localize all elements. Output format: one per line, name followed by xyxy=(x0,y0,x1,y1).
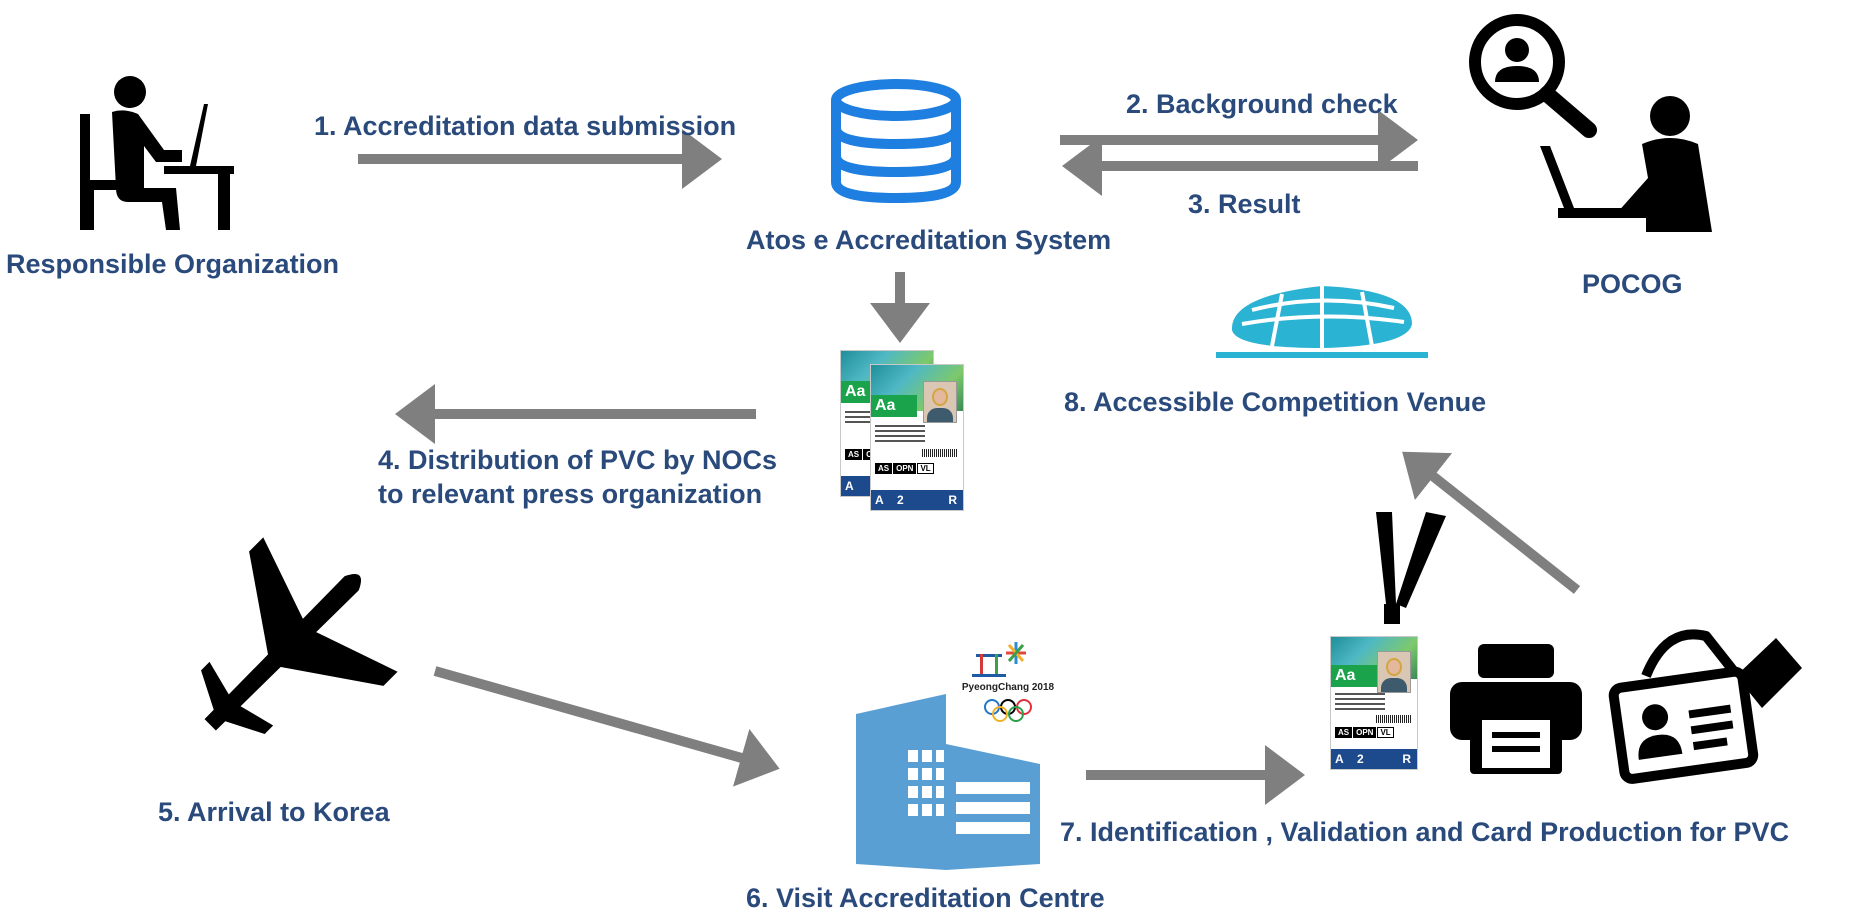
label-step7-production: 7. Identification , Validation and Card … xyxy=(1060,817,1790,847)
airplane-icon xyxy=(201,537,398,734)
label-step4-distribution: 4. Distribution of PVC by NOCs xyxy=(378,445,778,475)
pyeongchang-logo: PyeongChang 2018 xyxy=(958,638,1058,728)
lanyard-badge-icon xyxy=(1376,512,1446,624)
magnifier-person-icon xyxy=(1469,14,1597,138)
label-step2-background-check: 2. Background check xyxy=(1126,89,1398,119)
database-icon xyxy=(831,79,961,204)
label-step8-venue: 8. Accessible Competition Venue xyxy=(1064,387,1487,417)
label-step5-arrival: 5. Arrival to Korea xyxy=(158,797,390,827)
arrow-to-venue xyxy=(1402,451,1581,594)
olympic-rings-icon xyxy=(984,699,1032,722)
stadium-icon xyxy=(1216,286,1428,358)
building-icon xyxy=(856,694,1040,870)
label-pocog: POCOG xyxy=(1582,269,1683,299)
printer-icon xyxy=(1450,644,1582,774)
label-responsible-organization: Responsible Organization xyxy=(6,249,340,279)
person-laptop-icon xyxy=(1540,96,1712,232)
arrow-arrival xyxy=(433,666,780,787)
label-step1-submission: 1. Accreditation data submission xyxy=(314,111,737,141)
label-accreditation-system: Atos e Accreditation System xyxy=(746,225,1112,255)
person-at-desk-icon xyxy=(80,76,234,230)
id-card-hand-icon xyxy=(1608,629,1802,784)
label-step6-visit-centre: 6. Visit Accreditation Centre xyxy=(746,883,1105,913)
label-step4-distribution-line2: to relevant press organization xyxy=(378,479,763,509)
label-step3-result: 3. Result xyxy=(1188,189,1301,219)
pyeongchang-logo-text: PyeongChang 2018 xyxy=(961,682,1055,693)
